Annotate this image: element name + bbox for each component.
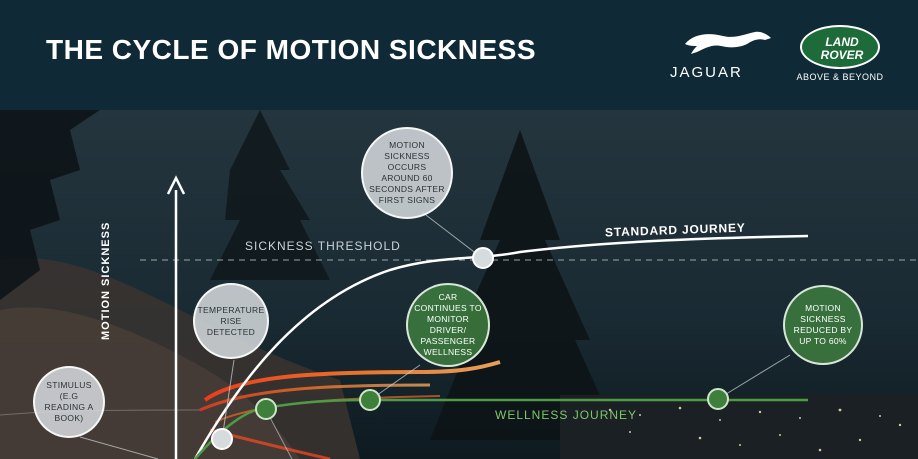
infographic-scene: SICKNESS THRESHOLD STANDARD JOURNEY WELL… xyxy=(0,110,918,459)
land-rover-tagline: ABOVE & BEYOND xyxy=(796,72,884,82)
bubble-stimulus: STIMULUS (E.G READING A BOOK) xyxy=(33,366,105,438)
land-rover-logo: LAND ROVER xyxy=(800,25,880,69)
jaguar-leaper-icon xyxy=(685,31,771,54)
page-title: THE CYCLE OF MOTION SICKNESS xyxy=(46,34,537,65)
bubble-car-monitors: CAR CONTINUES TO MONITOR DRIVER/ PASSENG… xyxy=(406,283,490,367)
y-axis-label: MOTION SICKNESS xyxy=(100,221,112,340)
header-bar: THE CYCLE OF MOTION SICKNESS JAGUAR LAND… xyxy=(0,0,918,110)
wellness-journey-label: WELLNESS JOURNEY xyxy=(495,408,638,422)
y-axis-arrow-icon xyxy=(166,175,186,195)
land-rover-logo-line1: LAND xyxy=(825,35,859,49)
marker-wellness-reduced xyxy=(707,388,729,410)
marker-wellness-monitor xyxy=(359,389,381,411)
marker-wellness-start xyxy=(255,398,277,420)
bubble-sickness-occurs: MOTION SICKNESS OCCURS AROUND 60 SECONDS… xyxy=(361,127,453,219)
bubble-sickness-reduced: MOTION SICKNESS REDUCED BY UP TO 60% xyxy=(783,285,863,365)
jaguar-logo-text: JAGUAR xyxy=(670,64,743,81)
bubble-temperature-text: TEMPERATURE RISE DETECTED xyxy=(197,304,265,337)
standard-journey-curve xyxy=(193,234,809,459)
land-rover-logo-line2: ROVER xyxy=(820,48,864,62)
marker-temperature xyxy=(211,428,233,450)
bubble-sickness-occurs-text: MOTION SICKNESS OCCURS AROUND 60 SECONDS… xyxy=(369,140,445,205)
bubble-stimulus-text: STIMULUS (E.G READING A BOOK) xyxy=(44,380,94,423)
bubble-sickness-reduced-text: MOTION SICKNESS REDUCED BY UP TO 60% xyxy=(793,303,853,346)
bubble-temperature: TEMPERATURE RISE DETECTED xyxy=(193,283,269,359)
sickness-threshold-label: SICKNESS THRESHOLD xyxy=(245,239,401,253)
marker-threshold xyxy=(472,247,494,269)
bubble-car-monitors-text: CAR CONTINUES TO MONITOR DRIVER/ PASSENG… xyxy=(414,292,482,357)
